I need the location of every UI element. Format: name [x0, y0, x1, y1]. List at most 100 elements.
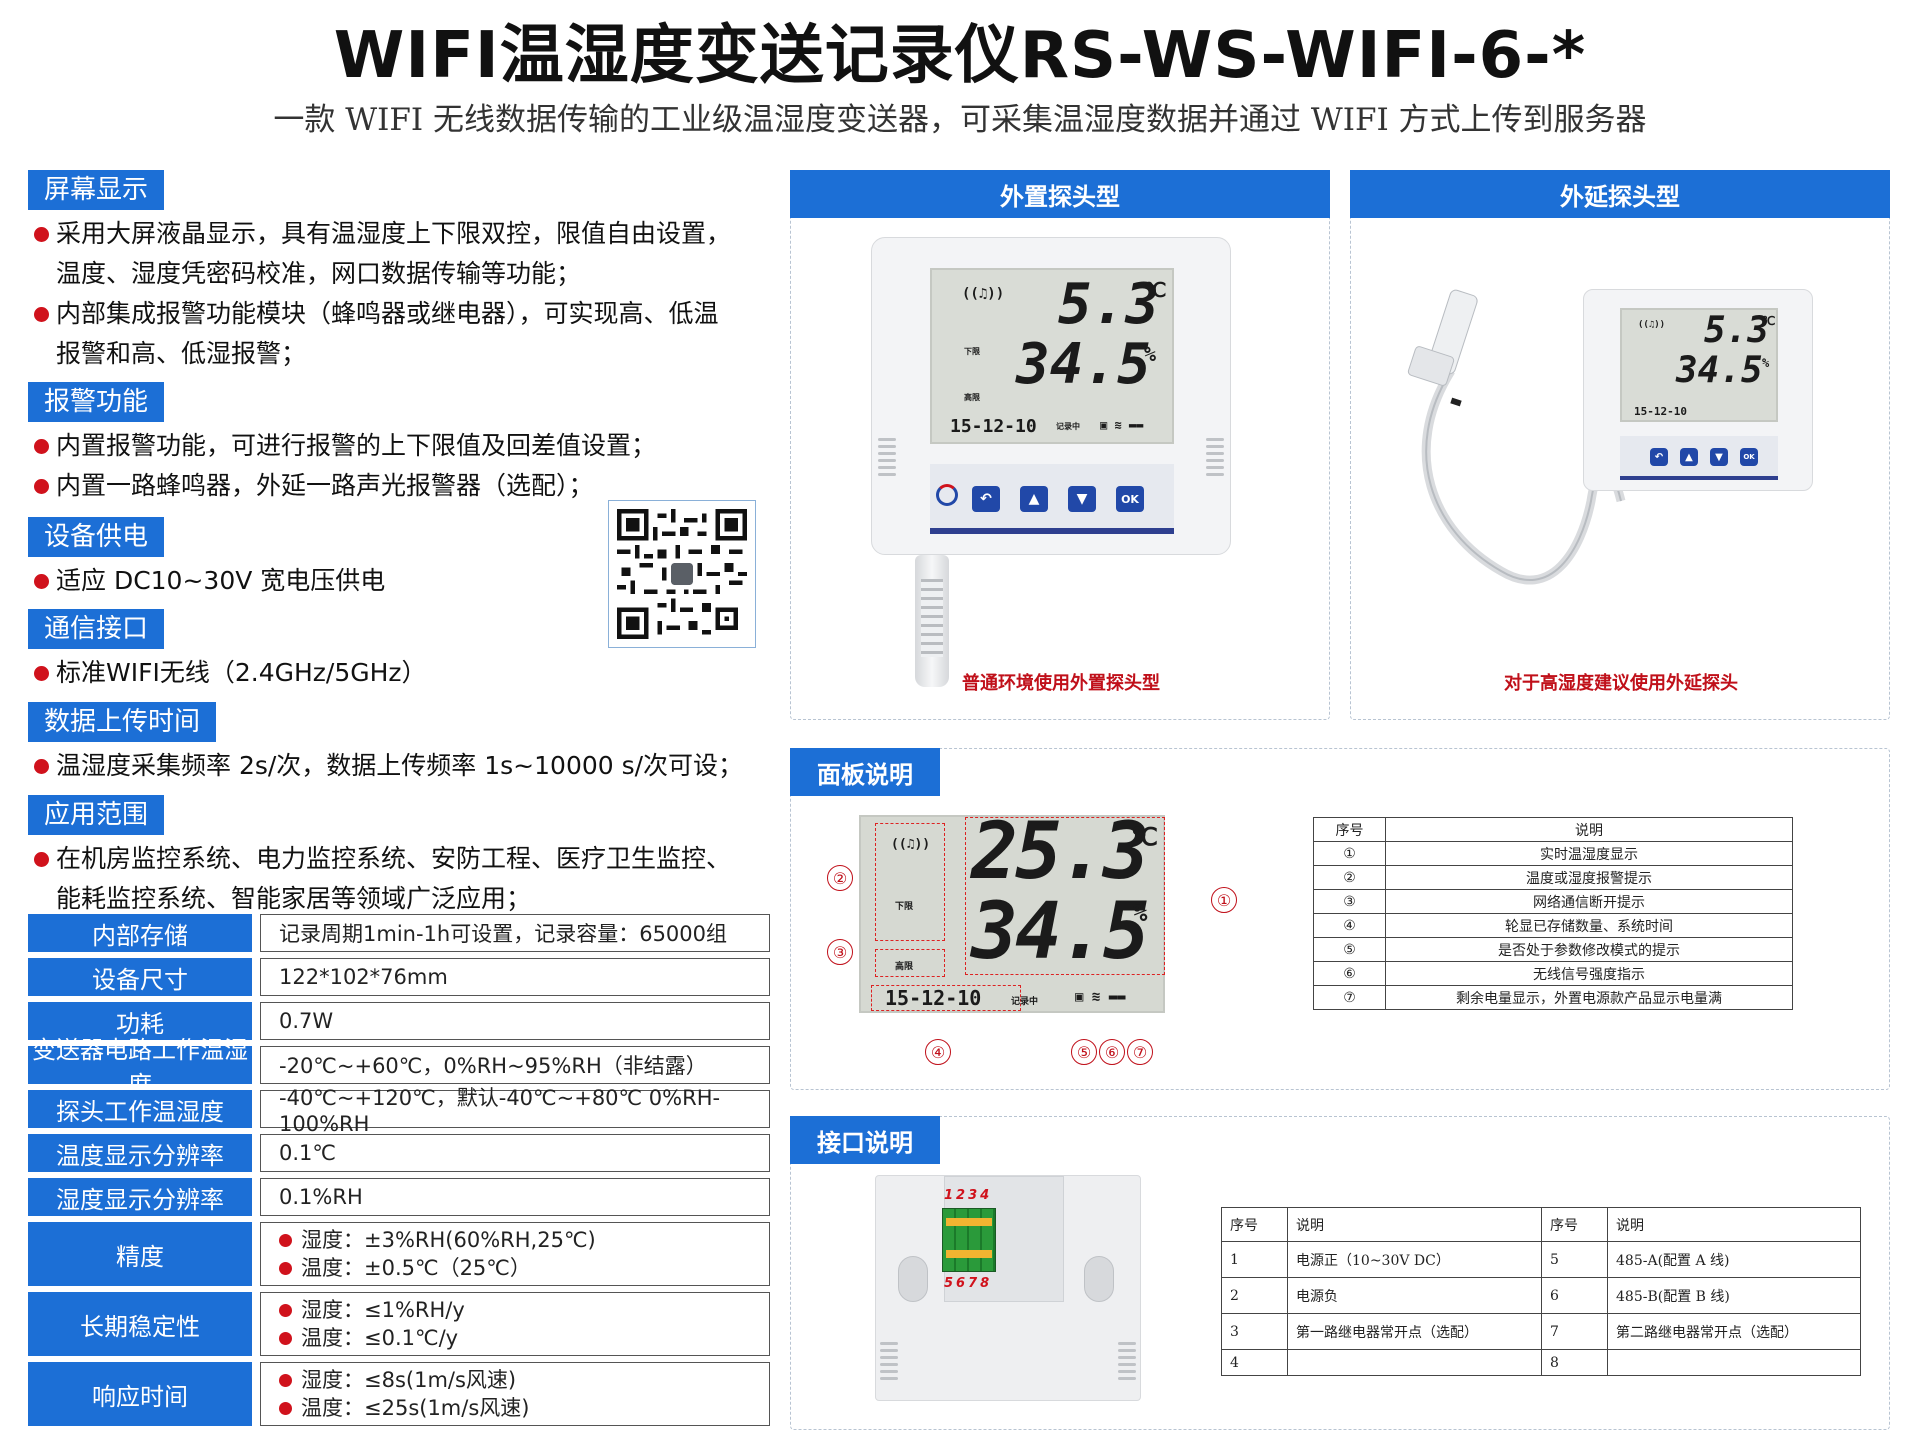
marker-5: ⑤	[1071, 1039, 1097, 1065]
panel-desc-title: 面板说明	[790, 748, 940, 796]
spec-line: 温度：≤25s(1m/s风速)	[301, 1396, 530, 1420]
spec-value: -40℃~+120℃，默认-40℃~+80℃ 0%RH-100%RH	[260, 1086, 770, 1136]
spec-value: 湿度：≤1%RH/y 温度：≤0.1℃/y	[260, 1292, 770, 1356]
up-button-small[interactable]: ▲	[1680, 448, 1698, 466]
pin-label: 3	[968, 1188, 981, 1203]
device-front-small: ((♫)) 5.3 ℃ 34.5 % 15-12-10 ↶ ▲ ▼ OK	[1583, 289, 1813, 491]
interface-desc-title: 接口说明	[790, 1116, 940, 1164]
lcd-screen-small: ((♫)) 5.3 ℃ 34.5 % 15-12-10	[1620, 308, 1778, 422]
lcd-temp: 5.3	[1058, 272, 1160, 337]
spec-row: 内部存储记录周期1min-1h可设置，记录容量：65000组	[28, 914, 770, 952]
alarm-bell-icon: ((♫))	[891, 837, 931, 852]
lcd-temp-unit: ℃	[1144, 278, 1167, 302]
tag-application: 应用范围	[28, 795, 165, 835]
spec-label: 内部存储	[28, 914, 252, 952]
bullet-dot	[34, 439, 49, 454]
spec-value: 122*102*76mm	[260, 958, 770, 996]
feature-text: 能耗监控系统、智能家居等领域广泛应用；	[56, 884, 532, 913]
marker-6: ⑥	[1099, 1039, 1125, 1065]
diagram-humidity-unit: %	[1133, 899, 1148, 927]
lcd-date: 15-12-10	[950, 416, 1037, 437]
spec-value: 0.1%RH	[260, 1178, 770, 1216]
spec-value: 0.7W	[260, 1002, 770, 1040]
bullet-dot	[279, 1262, 292, 1275]
spec-label: 功耗	[28, 1002, 252, 1040]
back-button-small[interactable]: ↶	[1650, 448, 1668, 466]
model-extended-caption: 对于高湿度建议使用外延探头	[1504, 673, 1738, 694]
bullet-dot	[279, 1234, 292, 1247]
down-button-small[interactable]: ▼	[1710, 448, 1728, 466]
feature-text: 适应 DC10~30V 宽电压供电	[56, 566, 386, 595]
pin-label: 8	[980, 1276, 993, 1291]
spec-value: -20℃~+60℃，0%RH~95%RH（非结露）	[260, 1046, 770, 1084]
pin-label: 5	[944, 1276, 957, 1291]
back-button[interactable]: ↶	[972, 486, 1000, 512]
page-title: WIFI温湿度变送记录仪RS-WS-WIFI-6-*	[333, 19, 1587, 93]
diagram-humidity: 34.5	[971, 887, 1150, 977]
tag-interface: 通信接口	[28, 609, 165, 649]
ok-button-small[interactable]: OK	[1740, 448, 1758, 466]
key-bar: ↶ ▲ ▼ OK	[930, 464, 1174, 534]
feature-upload: 数据上传时间 温湿度采集频率 2s/次，数据上传频率 1s~10000 s/次可…	[28, 702, 778, 786]
bullet-dot	[34, 574, 49, 589]
feature-text: 采用大屏液晶显示，具有温湿度上下限双控，限值自由设置，	[56, 219, 732, 248]
spec-label: 响应时间	[28, 1362, 252, 1426]
diagram-high-label: 高限	[895, 962, 914, 972]
spec-label: 变送器电路工作温湿度	[28, 1036, 252, 1099]
pin-label: 2	[956, 1188, 969, 1203]
spec-line: 温度：±0.5℃（25℃）	[301, 1256, 531, 1280]
spec-label: 探头工作温湿度	[28, 1090, 252, 1128]
diagram-record: 记录中	[1011, 997, 1039, 1007]
tag-alarm: 报警功能	[28, 382, 165, 422]
spec-row: 精度 湿度：±3%RH(60%RH,25℃) 温度：±0.5℃（25℃）	[28, 1222, 770, 1286]
spec-label: 设备尺寸	[28, 958, 252, 996]
spec-label: 精度	[28, 1222, 252, 1286]
page-subtitle: 一款 WIFI 无线数据传输的工业级温湿度变送器，可采集温湿度数据并通过 WIF…	[273, 102, 1647, 138]
lock-wifi-battery-icon: ▣ ≋ ▬▬	[1075, 989, 1126, 1005]
spec-label: 长期稳定性	[28, 1292, 252, 1356]
feature-alarm: 报警功能 内置报警功能，可进行报警的上下限值及回差值设置； 内置一路蜂鸣器，外延…	[28, 382, 778, 506]
bullet-dot	[34, 307, 49, 322]
marker-1: ①	[1211, 887, 1237, 913]
down-button[interactable]: ▼	[1068, 486, 1096, 512]
diagram-date: 15-12-10	[885, 986, 982, 1010]
pin-label: 6	[956, 1276, 969, 1291]
qr-code	[608, 500, 756, 648]
probe-icon	[915, 555, 949, 687]
spec-value: 湿度：±3%RH(60%RH,25℃) 温度：±0.5℃（25℃）	[260, 1222, 770, 1286]
vent	[880, 1342, 898, 1384]
feature-text: 温湿度采集频率 2s/次，数据上传频率 1s~10000 s/次可设；	[56, 751, 744, 780]
pin-label: 7	[968, 1276, 981, 1291]
bullet-dot	[34, 759, 49, 774]
spec-line: 湿度：≤8s(1m/s风速)	[301, 1368, 517, 1392]
vent	[878, 438, 896, 480]
lcd-temp-small: 5.3	[1704, 310, 1770, 351]
ok-button[interactable]: OK	[1116, 486, 1144, 512]
marker-4: ④	[925, 1039, 951, 1065]
bullet-dot	[279, 1374, 292, 1387]
brand-logo-icon	[936, 484, 958, 506]
spec-row: 长期稳定性 湿度：≤1%RH/y 温度：≤0.1℃/y	[28, 1292, 770, 1356]
model-extended-panel: 外延探头型 ((♫)) 5.3 ℃ 34.5 % 15-12-10 ↶ ▲ ▼ …	[1350, 170, 1890, 720]
pin-label: 4	[980, 1188, 993, 1203]
feature-application: 应用范围 在机房监控系统、电力监控系统、安防工程、医疗卫生监控、 能耗监控系统、…	[28, 795, 778, 919]
key-bar-small: ↶ ▲ ▼ OK	[1620, 436, 1778, 480]
panel-desc-section: 面板说明 ((♫)) 下限 高限 25.3 ℃ 34.5 % 15-12-10 …	[790, 748, 1890, 1090]
spec-value: 湿度：≤8s(1m/s风速) 温度：≤25s(1m/s风速)	[260, 1362, 770, 1426]
bullet-dot	[34, 666, 49, 681]
up-button[interactable]: ▲	[1020, 486, 1048, 512]
bullet-dot	[34, 479, 49, 494]
lcd-high-label: 高限	[964, 393, 980, 402]
panel-lcd-diagram: ((♫)) 下限 高限 25.3 ℃ 34.5 % 15-12-10 记录中 ▣…	[859, 807, 1165, 1013]
tag-power: 设备供电	[28, 517, 165, 557]
vent	[1206, 438, 1224, 480]
device-back: 1234 5678	[875, 1175, 1141, 1401]
feature-interface: 通信接口 标准WIFI无线（2.4GHz/5GHz）	[28, 609, 778, 693]
